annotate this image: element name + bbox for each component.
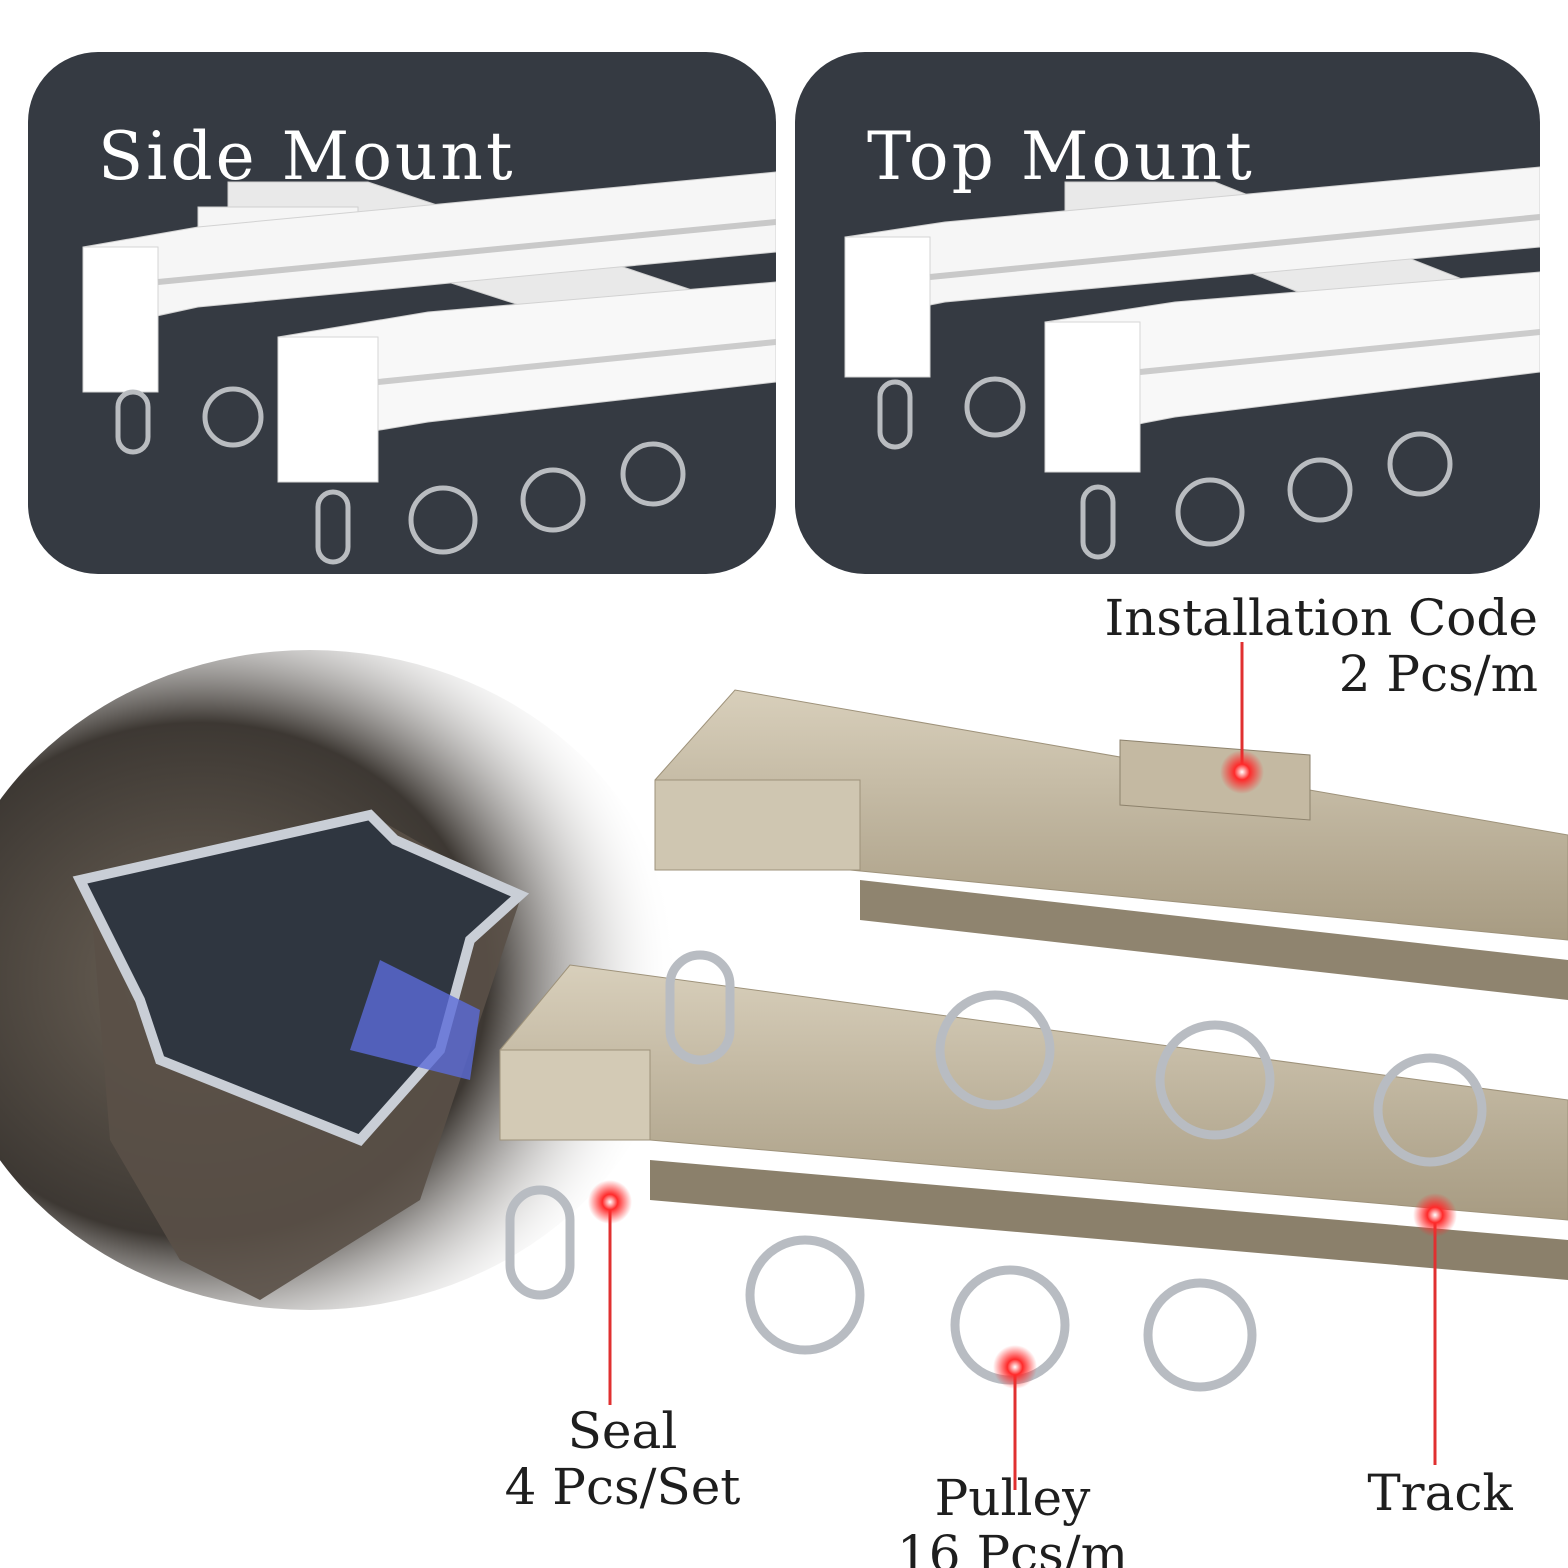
hook-rings-front bbox=[315, 441, 686, 565]
installation-code-name: Installation Code bbox=[1104, 589, 1538, 647]
side-mount-panel: Side Mount bbox=[28, 52, 776, 574]
track-label: Track bbox=[1350, 1465, 1530, 1521]
hook-rings-back bbox=[115, 386, 264, 455]
seal-name: Seal bbox=[567, 1402, 678, 1460]
installation-code-label: Installation Code 2 Pcs/m bbox=[1104, 590, 1538, 702]
pulley-rings-upper bbox=[665, 950, 1487, 1167]
hook-rings-front bbox=[1080, 431, 1453, 560]
callout-markers bbox=[588, 750, 1457, 1389]
pulley-qty: 16 Pcs/m bbox=[896, 1525, 1129, 1568]
top-mount-panel: Top Mount bbox=[795, 52, 1540, 574]
top-mount-title: Top Mount bbox=[867, 118, 1255, 195]
pulley-name: Pulley bbox=[934, 1469, 1091, 1527]
hook-rings-back bbox=[877, 376, 1026, 450]
installation-code-qty: 2 Pcs/m bbox=[1338, 645, 1538, 703]
seal-label: Seal 4 Pcs/Set bbox=[495, 1403, 750, 1515]
track-detail-illustration bbox=[0, 642, 1568, 1490]
seal-qty: 4 Pcs/Set bbox=[504, 1458, 741, 1516]
track-name: Track bbox=[1367, 1464, 1513, 1522]
callout-lines bbox=[608, 642, 1437, 1490]
side-mount-track-illustration bbox=[82, 171, 776, 565]
top-mount-track-illustration bbox=[844, 166, 1540, 560]
pulley-label: Pulley 16 Pcs/m bbox=[885, 1470, 1140, 1568]
side-mount-title: Side Mount bbox=[98, 118, 516, 195]
